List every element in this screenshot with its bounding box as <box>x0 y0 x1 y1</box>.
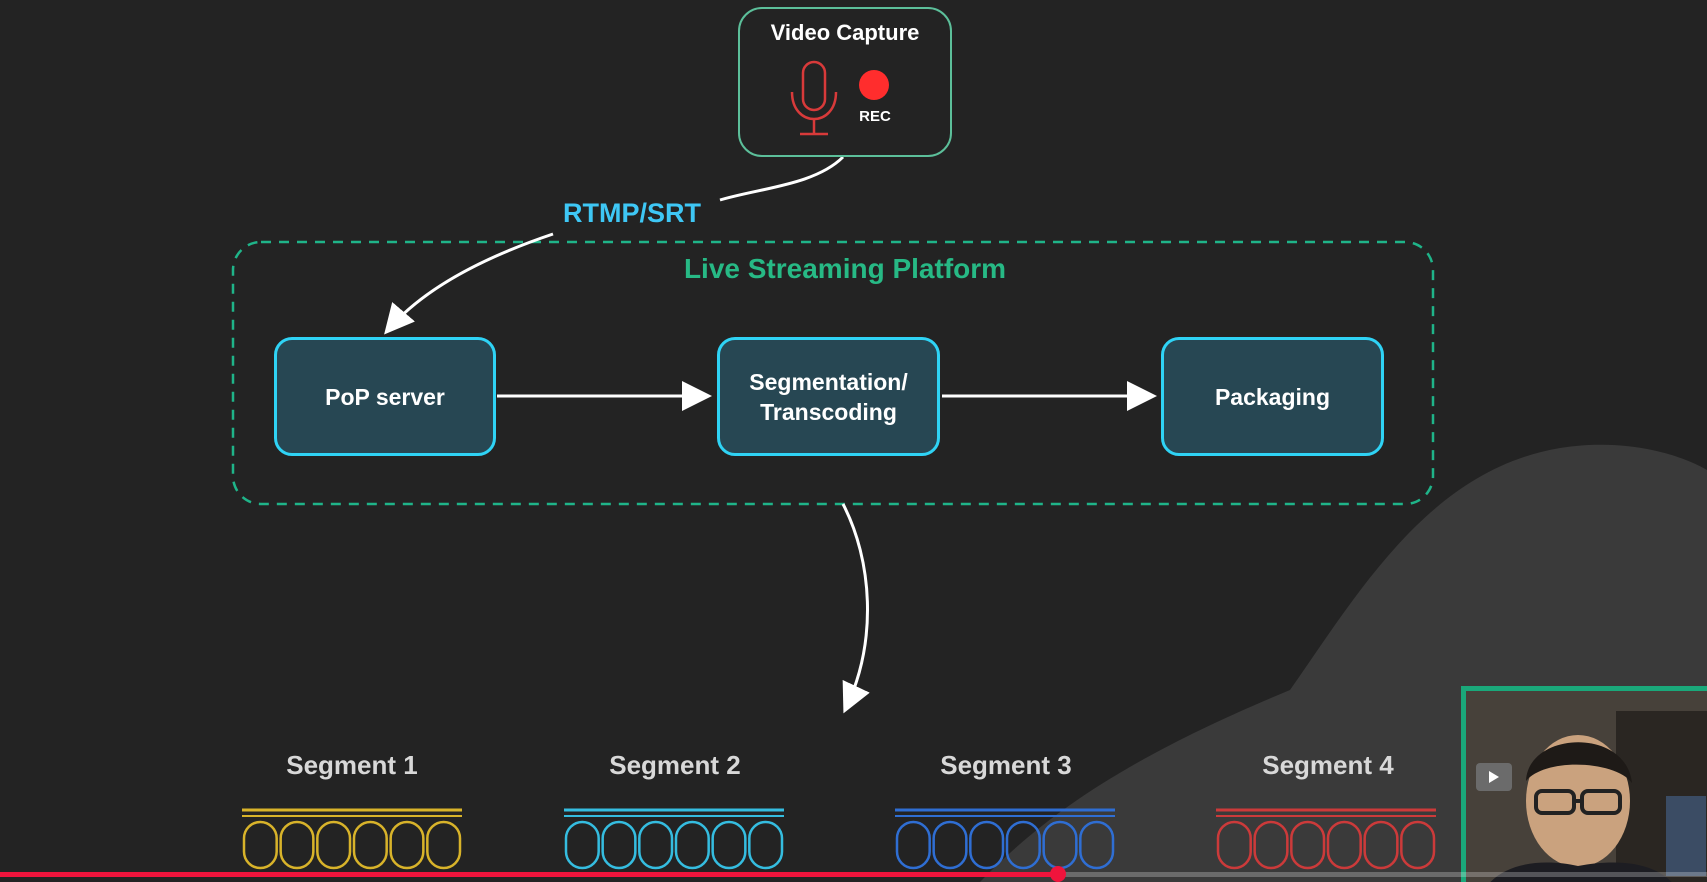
platform-label: Live Streaming Platform <box>683 253 1007 284</box>
protocol-label: RTMP/SRT <box>563 198 701 228</box>
presenter-image <box>1466 691 1707 882</box>
segment-2-strip <box>564 808 784 870</box>
video-capture-box <box>738 7 952 157</box>
segment-4-label: Segment 4 <box>1262 750 1394 780</box>
progress-fill <box>0 872 1059 877</box>
packaging-node: Packaging <box>1161 337 1384 456</box>
capture-to-protocol-connector <box>719 155 845 202</box>
segment-2-label: Segment 2 <box>609 750 741 780</box>
video-capture-title: Video Capture <box>770 20 920 45</box>
segment-3-label: Segment 3 <box>940 750 1072 780</box>
segment-3-strip <box>895 808 1115 870</box>
segment-1-strip <box>242 808 462 870</box>
segmentation-transcoding-node: Segmentation/ Transcoding <box>717 337 940 456</box>
video-progress-bar[interactable] <box>0 866 1707 882</box>
segment-4-strip <box>1216 808 1436 870</box>
progress-scrubber-handle[interactable] <box>1050 866 1067 882</box>
segment-1-label: Segment 1 <box>286 750 418 780</box>
presenter-webcam <box>1461 686 1707 882</box>
platform-to-segments-arrow <box>841 503 870 714</box>
pop-server-node: PoP server <box>274 337 496 456</box>
protocol-to-pop-arrow <box>384 232 554 335</box>
rec-label: REC <box>859 108 891 125</box>
